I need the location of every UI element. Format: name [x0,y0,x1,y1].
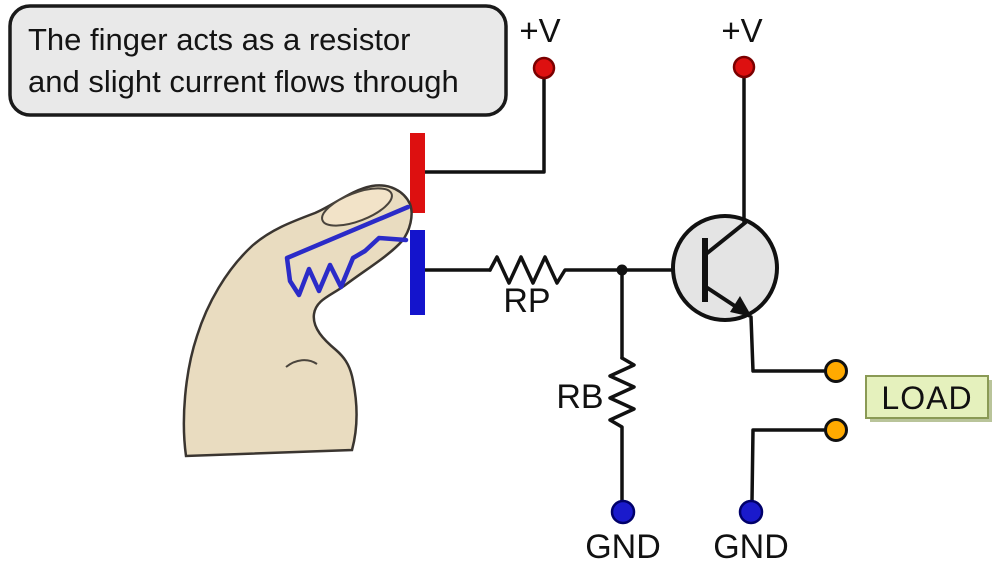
emitter-wire [749,315,826,373]
transistor-body [671,214,779,322]
caption-box-frame [8,4,508,117]
ground-terminal-left [610,499,636,525]
wrist-crease [285,359,318,368]
supply-wire-left [422,76,546,174]
rb-resistor [608,356,636,503]
load-box [865,375,989,419]
supply-label-left: +V [519,12,560,49]
transistor-emitter-arrow [730,296,752,317]
rp-resistor [488,255,705,285]
electrode-pad-blue [410,230,425,315]
transistor-collector-line [704,220,748,256]
rp-label: RP [503,282,550,320]
supply-label-right: +V [721,12,762,49]
hand-outline [182,184,413,458]
electrode-pad-red [410,133,425,213]
supply-terminal-right [732,55,756,79]
caption-line-2: and slight current flows through [28,64,459,99]
load-label: LOAD [881,380,972,416]
ground-terminal-right [738,499,764,525]
load-return-wire [750,428,826,503]
load-terminal-top [824,359,848,383]
base-junction-dot [616,264,628,276]
supply-terminal-left [532,56,556,80]
fingernail [321,187,393,227]
ground-label-right: GND [713,528,789,563]
caption-box: The finger acts as a resistor and slight… [8,4,508,117]
load-terminal-bottom [824,418,848,442]
finger-resistor-symbol [284,204,411,298]
caption-line-1: The finger acts as a resistor [28,22,411,57]
hand-illustration [182,184,413,458]
rb-label: RB [556,378,603,416]
ground-label-left: GND [585,528,661,563]
